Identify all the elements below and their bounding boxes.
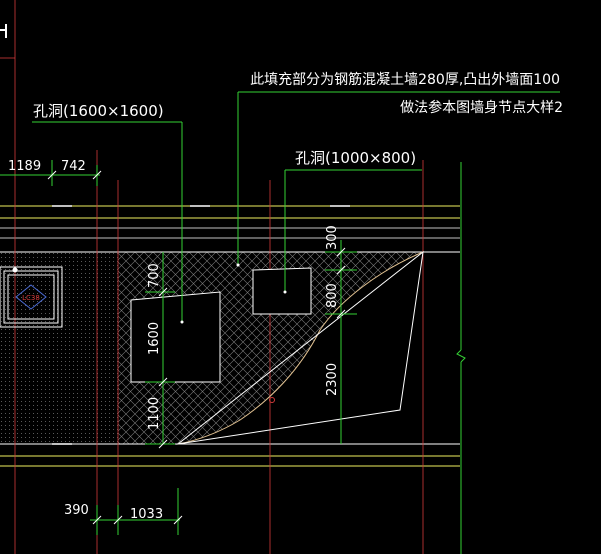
small-opening-label: 孔洞(1000×800) [295, 149, 416, 167]
dim-slash [158, 287, 168, 297]
dim-slash [336, 265, 346, 275]
window-tag-label: LC38 [22, 294, 40, 302]
dim-slash [336, 247, 346, 257]
note-line-2: 做法参本图墙身节点大样2 [400, 99, 563, 116]
curve-marker [269, 397, 275, 403]
dim-text-300: 300 [325, 225, 340, 250]
window-tag-frame [0, 266, 63, 328]
dim-slash [336, 309, 346, 319]
opening-outline-right [176, 250, 424, 445]
dim-text-800: 800 [325, 283, 340, 308]
dim-slash [158, 439, 168, 449]
dim-text-742: 742 [61, 159, 86, 174]
dim-text-390: 390 [64, 503, 89, 518]
dim-slash [92, 170, 102, 180]
break-symbol [456, 349, 466, 363]
curve-boundary [177, 251, 424, 445]
leader-dot [236, 263, 240, 267]
window-tag-frame [3, 270, 59, 324]
dim-text-1189: 1189 [8, 159, 41, 174]
tag-dot [12, 267, 18, 273]
dim-slash [113, 515, 123, 525]
note-line-1: 此填充部分为钢筋混凝土墙280厚,凸出外墙面100 [250, 71, 560, 88]
dim-text-700: 700 [147, 263, 162, 288]
window-tag-frame [7, 274, 55, 320]
small-opening [252, 267, 312, 315]
dim-slash [47, 170, 57, 180]
dim-slash [92, 515, 102, 525]
dim-slash [158, 377, 168, 387]
dim-text-2300: 2300 [325, 363, 340, 396]
dotted-wall-fill [0, 252, 118, 444]
large-opening-fill [131, 292, 220, 382]
dim-slash [173, 515, 183, 525]
dim-text-1033: 1033 [130, 507, 163, 522]
dim-text-1100: 1100 [147, 397, 162, 430]
leader-dot [283, 290, 287, 294]
leader-dot [180, 320, 184, 324]
window-tag-diamond [15, 284, 47, 310]
dim-text-1600: 1600 [147, 322, 162, 355]
large-opening-label: 孔洞(1600×1600) [33, 102, 164, 120]
